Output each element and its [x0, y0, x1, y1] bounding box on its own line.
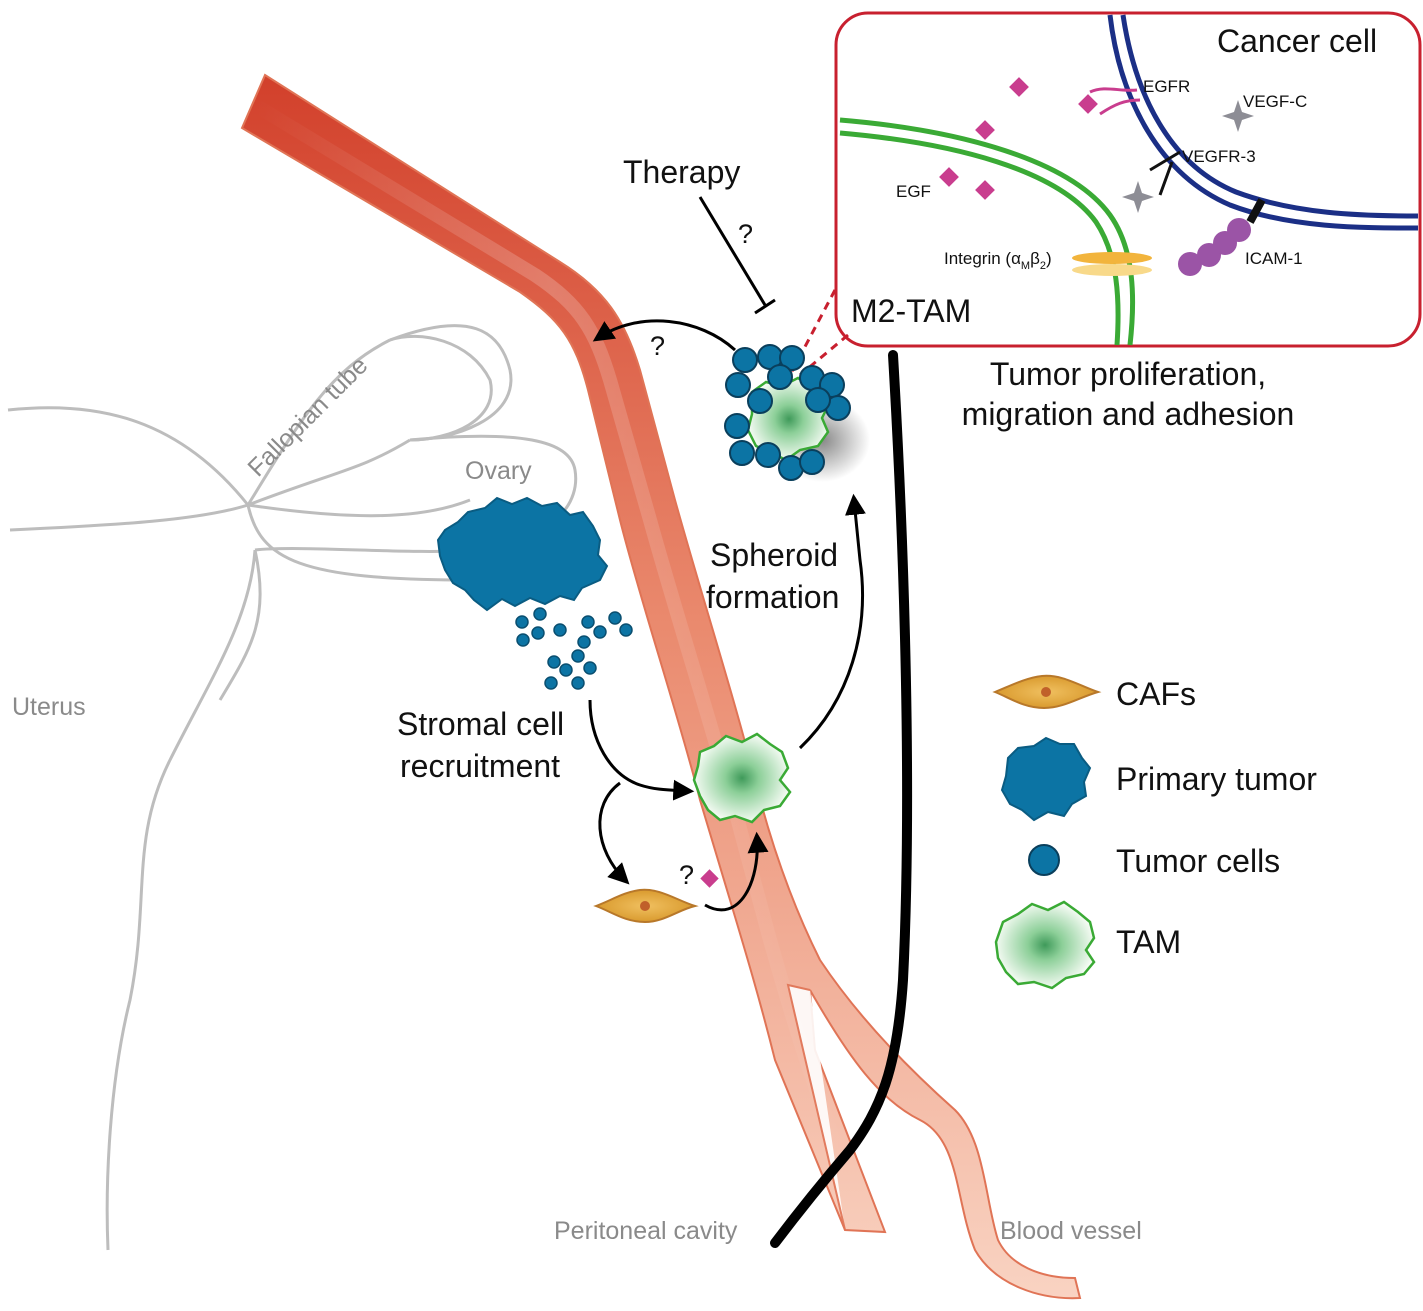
stromal-recruitment-line2: recruitment: [400, 748, 560, 784]
arrow-caf-to-tam: [704, 831, 769, 912]
cancer-cell-label: Cancer cell: [1217, 23, 1377, 59]
ovary-label: Ovary: [465, 457, 532, 485]
spheroid: [724, 344, 870, 482]
blood-vessel-label: Blood vessel: [1000, 1217, 1142, 1245]
m2-tam-label: M2-TAM: [851, 293, 971, 329]
spheroid-formation-line1: Spheroid: [710, 537, 838, 573]
primary-tumor: [436, 496, 609, 612]
arrow-spheroid-to-vessel: [592, 319, 737, 352]
legend: [992, 674, 1102, 990]
therapy-label: Therapy: [623, 154, 740, 190]
caf-icon: [992, 674, 1102, 710]
tumor-outcome-line1: Tumor proliferation,: [990, 356, 1266, 392]
tam-cell: [692, 732, 792, 824]
inset-box: [788, 11, 1422, 377]
tumor-outcome-line2: migration and adhesion: [962, 396, 1295, 432]
integrin-label: Integrin (αMβ2): [944, 249, 1052, 272]
fallopian-tube-label: Fallopian tube: [242, 351, 373, 482]
legend-label-primary-tumor: Primary tumor: [1116, 761, 1317, 797]
legend-label-cafs: CAFs: [1116, 676, 1196, 712]
scattered-tumor-cells: [515, 607, 633, 690]
therapy-inhibition-bar: [754, 298, 776, 315]
peritoneal-boundary: [770, 350, 913, 1248]
legend-label-tumor-cells: Tumor cells: [1116, 843, 1280, 879]
uterus-label: Uterus: [12, 693, 86, 721]
arrow-recruit-to-tam: [588, 699, 695, 801]
caf-question: ?: [679, 860, 694, 890]
stromal-recruitment-line1: Stromal cell: [397, 706, 564, 742]
arrow-spheroid-formation: [798, 493, 866, 750]
icam1-label: ICAM-1: [1245, 249, 1303, 268]
vessel-question: ?: [650, 331, 665, 361]
process-arrows: [588, 319, 866, 912]
vegf-c-label: VEGF-C: [1243, 92, 1307, 111]
therapy-inhibition-line: [698, 196, 767, 306]
egf-signal: [700, 869, 719, 888]
primary-tumor-icon: [1000, 736, 1092, 822]
tam-icon: [994, 900, 1096, 990]
arrow-recruit-to-caf: [598, 781, 630, 885]
egfr-label: EGFR: [1143, 77, 1190, 96]
therapy-question: ?: [738, 219, 753, 249]
peritoneal-cavity-label: Peritoneal cavity: [554, 1217, 738, 1245]
tumor-cell-icon: [1028, 844, 1060, 876]
legend-label-tam: TAM: [1116, 924, 1181, 960]
anatomy-outline: [7, 324, 578, 1251]
egf-label: EGF: [896, 182, 931, 201]
vegfr3-label: VEGFR-3: [1182, 147, 1256, 166]
spheroid-formation-line2: formation: [706, 579, 839, 615]
